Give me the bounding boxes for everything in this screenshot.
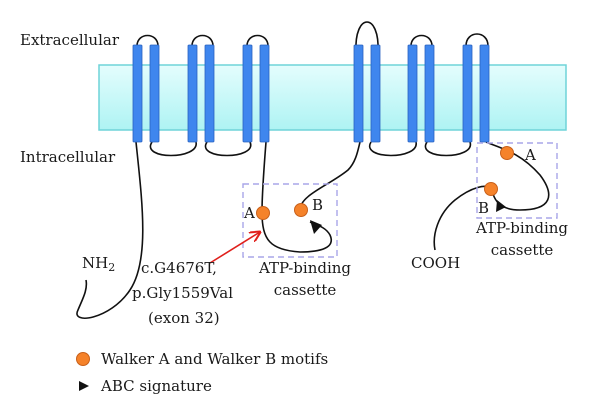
intracellular-loop-2 [204, 141, 252, 157]
nbd1-chain-in [261, 141, 333, 253]
atp-binding-cassette-box-1 [242, 183, 338, 258]
c-terminus-label: COOH [411, 254, 460, 272]
helix-6 [259, 44, 270, 143]
walker-b-motif-2 [484, 182, 498, 196]
intracellular-loop-1 [149, 141, 197, 157]
helix-2 [149, 44, 160, 143]
extracellular-loop-1 [136, 34, 159, 47]
extracellular-loop-3 [246, 34, 269, 47]
helix-5 [242, 44, 253, 143]
legend: Walker A and Walker B motifs ABC signatu… [76, 350, 328, 395]
extracellular-loop-5 [410, 34, 433, 47]
legend-walker-motif-icon [76, 352, 90, 366]
helix-8 [370, 44, 381, 143]
atp-cassette-2-line1: ATP-binding [475, 219, 568, 237]
helix-9 [407, 44, 418, 143]
nbd2-chain [433, 141, 550, 251]
atp-binding-cassette-box-2 [476, 142, 558, 219]
motif-b-label-1: B [312, 196, 323, 214]
membrane-bilayer [98, 64, 567, 131]
extracellular-loop-2 [191, 34, 214, 47]
tmd2-helices [353, 44, 490, 143]
motif-a-label-2: A [524, 146, 536, 164]
extracellular-loop-6 [465, 33, 489, 47]
helix-10 [424, 44, 435, 143]
atp-cassette-2-line2: cassette [491, 241, 554, 259]
legend-abc-label: ABC signature [100, 377, 212, 395]
intracellular-label: Intracellular [20, 148, 116, 166]
nbd1-chain-out [299, 141, 361, 211]
intracellular-loop-3 [368, 141, 417, 157]
helix-1 [132, 44, 143, 143]
helix-12 [479, 44, 490, 143]
mutation-cdna-label: c.G4676T, [141, 259, 217, 277]
tmd1-helices [132, 44, 270, 143]
extracellular-label: Extracellular [20, 31, 120, 49]
helix-11 [462, 44, 473, 143]
n-terminus-label: NH2 [82, 254, 115, 274]
walker-a-motif-1 [256, 206, 270, 220]
abc-signature-triangle-2 [496, 200, 506, 212]
atp-cassette-1-line2: cassette [274, 281, 337, 299]
legend-abc-signature-icon [79, 381, 89, 391]
walker-a-motif-2 [500, 146, 514, 160]
motif-b-label-2: B [478, 199, 489, 217]
intracellular-loop-4 [424, 141, 471, 157]
helix-4 [204, 44, 215, 143]
mutation-protein-label: p.Gly1559Val [132, 284, 233, 302]
extracellular-loop-4 [355, 21, 379, 53]
mutation-exon-label: (exon 32) [148, 309, 220, 327]
n-terminus-chain [76, 141, 144, 319]
mutation-arrow [209, 232, 260, 264]
helix-7 [353, 44, 364, 143]
walker-b-motif-1 [294, 203, 308, 217]
helix-3 [187, 44, 198, 143]
atp-cassette-1-line1: ATP-binding [258, 259, 351, 277]
legend-walker-label: Walker A and Walker B motifs [101, 350, 328, 368]
abc-signature-triangle-1 [310, 220, 322, 234]
motif-a-label-1: A [243, 204, 255, 222]
